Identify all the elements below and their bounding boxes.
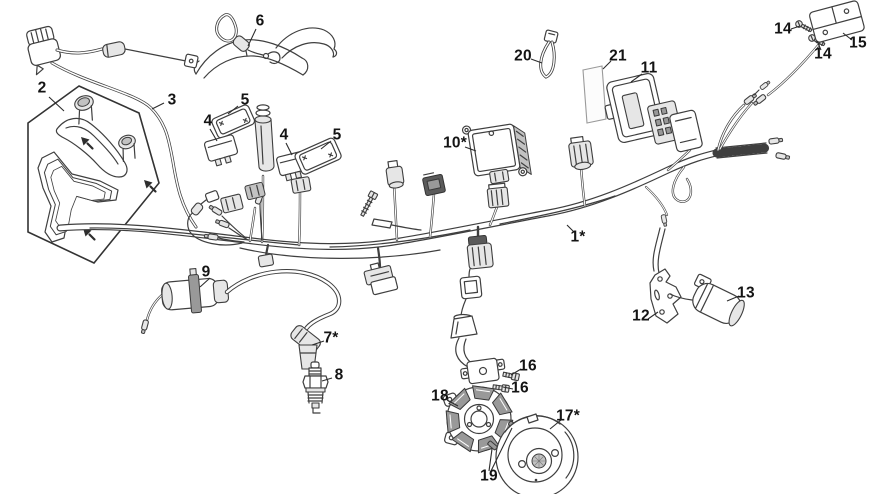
leader-line <box>488 448 493 472</box>
stator-connector-stack <box>450 234 494 339</box>
leader-line <box>48 96 65 112</box>
relay-cover <box>294 137 342 175</box>
leader-line <box>464 146 477 152</box>
strap <box>539 29 559 79</box>
callout-relay: 4 <box>203 112 213 130</box>
leader-line <box>630 73 643 83</box>
sticker <box>582 65 607 124</box>
leader-line <box>247 28 257 47</box>
leader-line <box>446 399 459 407</box>
callout-front-plate-assembly: 2 <box>37 79 47 97</box>
leader-line <box>842 32 853 41</box>
leader-lines <box>48 25 853 472</box>
ground-bolt <box>360 190 393 229</box>
kill-switch <box>26 25 199 76</box>
relay-cover <box>211 104 256 139</box>
leader-line <box>502 386 514 390</box>
gauge-socket <box>118 134 136 162</box>
leader-line <box>199 277 211 288</box>
callout-spark-plug: 8 <box>334 366 344 384</box>
ecu-branch-connector <box>568 136 594 171</box>
small-connector <box>257 253 274 268</box>
leader-line <box>321 377 333 382</box>
leader-line <box>549 419 562 430</box>
callout-relay-cover: 5 <box>332 126 342 144</box>
leader-line <box>726 295 740 302</box>
callout-voltage-regulator: 10* <box>443 134 467 152</box>
callout-stator: 18 <box>431 387 449 405</box>
callout-relay-cover: 5 <box>240 91 250 109</box>
callout-ecu-unit: 11 <box>640 59 658 77</box>
callout-screw: 14 <box>814 45 832 63</box>
handlebar-sketch-right <box>275 27 338 59</box>
relay <box>203 134 239 167</box>
callout-screw: 14 <box>774 20 792 38</box>
connector-block <box>290 176 312 194</box>
tail-light-wire <box>718 40 823 151</box>
leader-line <box>510 368 522 376</box>
box-15 <box>809 0 865 43</box>
leader-line <box>490 427 513 472</box>
callout-diagnostic-box: 15 <box>849 34 867 52</box>
callout-bolt: 16 <box>511 379 529 397</box>
connector-block <box>244 181 266 201</box>
pickup-bracket <box>460 357 506 385</box>
regulator-connector <box>486 182 510 209</box>
leader-line <box>227 105 239 115</box>
leader-line <box>790 25 801 30</box>
lanyard <box>215 13 281 64</box>
switch-wire <box>50 61 198 229</box>
flywheel <box>495 413 579 494</box>
callout-spark-plug-cap: 7* <box>323 329 339 347</box>
main-wiring-harness <box>56 79 791 259</box>
leader-line <box>151 102 165 110</box>
leader-line <box>647 311 659 320</box>
callout-strap: 20 <box>514 47 532 65</box>
leader-line <box>816 40 822 51</box>
leader-line <box>320 140 332 150</box>
leader-line <box>602 60 612 70</box>
callout-stator-screws: 19 <box>480 467 498 485</box>
callout-lanyard-cord: 6 <box>255 12 265 30</box>
leader-line <box>566 224 575 233</box>
leader-line <box>311 340 325 346</box>
leader-line <box>285 142 293 156</box>
fastener-arrow <box>142 178 157 193</box>
gauge-socket <box>74 95 94 125</box>
callout-switch-wire: 3 <box>167 91 177 109</box>
black-connector <box>422 172 446 197</box>
connector-block <box>220 193 244 214</box>
latch-connector <box>363 262 399 296</box>
rubber-boot <box>254 104 275 172</box>
ignition-coil <box>139 268 342 336</box>
handlebar-sketch-left <box>193 39 309 79</box>
front-plate-assembly <box>27 85 160 264</box>
ecu-connector <box>669 109 703 153</box>
voltage-regulator <box>461 123 532 185</box>
boot-connector <box>385 159 405 189</box>
callout-sticker: 21 <box>609 47 627 65</box>
ecu <box>604 72 703 153</box>
condenser <box>669 273 745 327</box>
relay-cluster <box>203 104 342 214</box>
callout-flywheel-rotor: 17* <box>556 407 580 425</box>
stator <box>442 385 519 454</box>
callout-ignition-coil: 9 <box>201 263 211 281</box>
callout-bolt: 16 <box>519 357 537 375</box>
callout-relay: 4 <box>279 126 289 144</box>
leader-line <box>530 58 543 64</box>
harness-branches <box>187 148 692 368</box>
callout-mounting-bracket: 12 <box>632 307 650 325</box>
callout-main-wiring-harness: 1* <box>570 228 586 246</box>
callout-condenser: 13 <box>737 284 755 302</box>
leader-line <box>209 128 218 142</box>
harness-connectors <box>257 136 594 339</box>
spark-plug <box>302 361 329 414</box>
